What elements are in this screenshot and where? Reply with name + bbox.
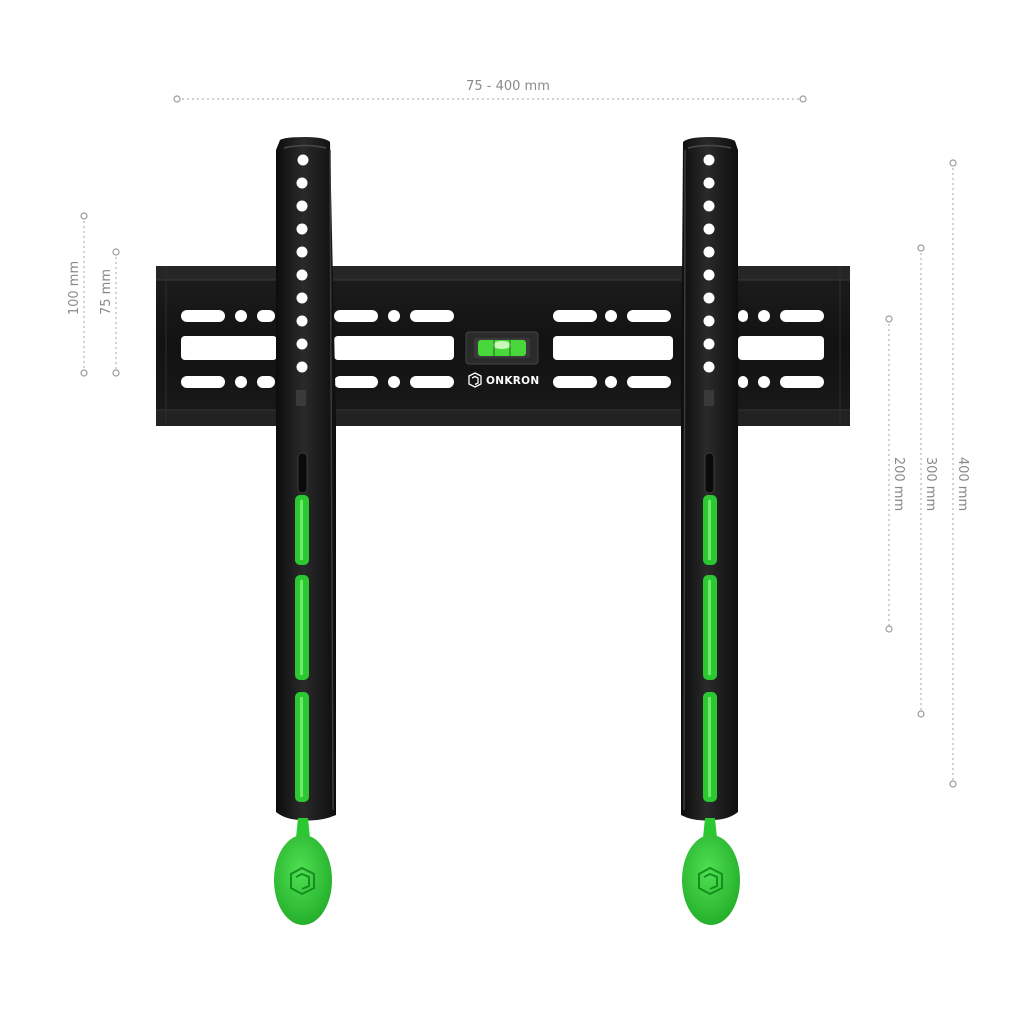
left-dimension-100: 100 mm	[67, 212, 88, 377]
logo-icon	[698, 866, 723, 896]
brand-name: ONKRON	[486, 375, 539, 387]
left-arm	[274, 137, 336, 925]
logo-icon	[290, 866, 315, 896]
wall-plate: ONKRON	[156, 266, 850, 426]
right-arm-green-slots	[703, 495, 717, 802]
label-400mm: 400 mm	[955, 457, 970, 511]
right-arm	[681, 137, 740, 925]
width-label: 75 - 400 mm	[466, 79, 550, 94]
right-pull-tag	[682, 818, 740, 925]
right-arm-holes	[703, 154, 715, 373]
onkron-logo-icon	[468, 372, 482, 388]
plate-slots	[181, 310, 824, 388]
right-dimension-400: 400 mm	[949, 159, 970, 788]
label-100mm: 100 mm	[67, 261, 82, 315]
right-dimension-200: 200 mm	[885, 315, 906, 633]
label-300mm: 300 mm	[923, 457, 938, 511]
onkron-logo: ONKRON	[468, 372, 539, 388]
left-dimension-75: 75 mm	[99, 248, 120, 377]
right-dimension-300: 300 mm	[917, 244, 938, 718]
left-arm-holes	[296, 154, 309, 373]
width-dimension: 75 - 400 mm	[173, 79, 807, 103]
label-75mm: 75 mm	[99, 269, 114, 315]
left-arm-green-slots	[295, 495, 309, 802]
left-pull-tag	[274, 818, 332, 925]
label-200mm: 200 mm	[891, 457, 906, 511]
bubble-level	[465, 331, 539, 365]
